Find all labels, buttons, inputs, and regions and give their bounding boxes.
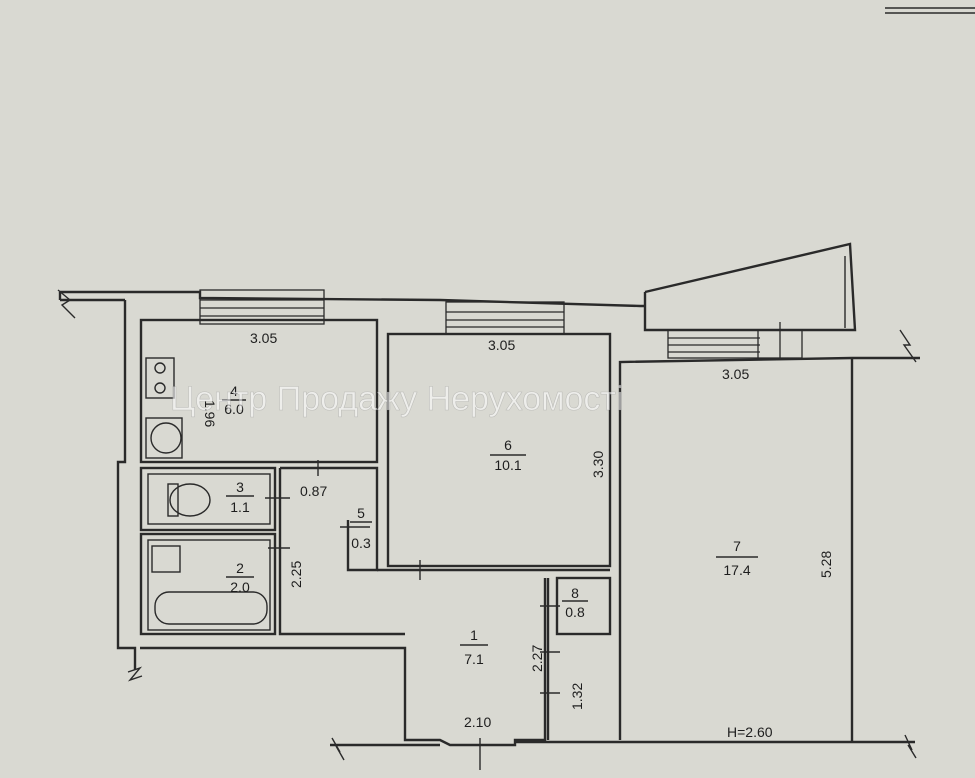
room-1: 1 7.1 bbox=[460, 627, 488, 667]
room6-depth-label: 3.30 bbox=[590, 451, 606, 478]
svg-text:6: 6 bbox=[504, 437, 512, 453]
window-room4 bbox=[199, 289, 325, 325]
toilet-icon bbox=[147, 473, 271, 525]
room4-width-label: 3.05 bbox=[250, 330, 277, 346]
room-6: 6 10.1 bbox=[490, 437, 526, 473]
svg-text:2.0: 2.0 bbox=[230, 579, 250, 595]
svg-text:7: 7 bbox=[733, 538, 741, 554]
room-4: 4 6.0 bbox=[222, 383, 246, 417]
svg-text:8: 8 bbox=[571, 585, 579, 601]
ceiling-height-label: H=2.60 bbox=[727, 724, 773, 740]
hall-lower-label: 1.32 bbox=[569, 683, 585, 710]
dimension-labels: 3.05 1.96 3.05 3.30 3.05 5.28 0.87 2.25 … bbox=[202, 330, 834, 740]
svg-text:17.4: 17.4 bbox=[723, 562, 750, 578]
room-3: 3 1.1 bbox=[226, 479, 254, 515]
hall-length-label: 2.27 bbox=[529, 645, 545, 672]
stove-icon bbox=[145, 357, 175, 399]
room-2: 2 2.0 bbox=[226, 560, 254, 595]
outer-walls bbox=[57, 242, 920, 761]
window-room7 bbox=[667, 322, 803, 359]
window-room6 bbox=[445, 301, 565, 335]
svg-text:10.1: 10.1 bbox=[494, 457, 521, 473]
svg-text:4: 4 bbox=[230, 383, 238, 399]
room4-depth-label: 1.96 bbox=[202, 400, 218, 427]
room6-width-label: 3.05 bbox=[488, 337, 515, 353]
svg-text:5: 5 bbox=[357, 505, 365, 521]
corridor-width-label: 0.87 bbox=[300, 483, 327, 499]
room-7: 7 17.4 bbox=[716, 538, 758, 578]
svg-text:7.1: 7.1 bbox=[464, 651, 484, 667]
svg-text:2: 2 bbox=[236, 560, 244, 576]
svg-text:0.8: 0.8 bbox=[565, 604, 585, 620]
svg-text:1.1: 1.1 bbox=[230, 499, 250, 515]
svg-text:0.3: 0.3 bbox=[351, 535, 371, 551]
svg-text:3: 3 bbox=[236, 479, 244, 495]
sink-icon bbox=[145, 417, 183, 459]
bath-length-label: 2.25 bbox=[288, 561, 304, 588]
room-5: 5 0.3 bbox=[350, 505, 372, 551]
room-8: 8 0.8 bbox=[562, 585, 588, 620]
room7-depth-label: 5.28 bbox=[818, 551, 834, 578]
corner-marks bbox=[885, 7, 975, 14]
watermark-text: Центр Продажу Нерухомості bbox=[170, 380, 624, 418]
room7-width-label: 3.05 bbox=[722, 366, 749, 382]
svg-text:1: 1 bbox=[470, 627, 478, 643]
hall-width-label: 2.10 bbox=[464, 714, 491, 730]
room-labels: 4 6.0 6 10.1 7 17.4 3 1.1 2 2.0 5 0.3 bbox=[222, 383, 758, 667]
interior-walls bbox=[139, 318, 853, 740]
bathtub-icon bbox=[147, 539, 271, 631]
dimension-ticks bbox=[265, 460, 560, 770]
svg-text:6.0: 6.0 bbox=[224, 401, 244, 417]
